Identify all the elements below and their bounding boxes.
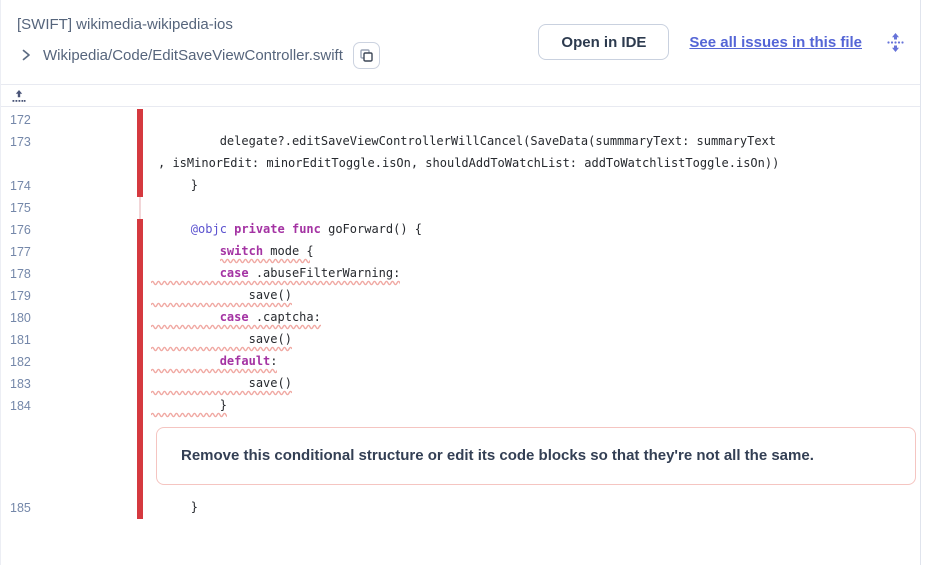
line-number[interactable]: 182: [10, 355, 31, 369]
copy-icon: [359, 48, 374, 63]
file-header-left: [SWIFT] wikimedia-wikipedia-ios Wikipedi…: [17, 16, 380, 69]
line-number[interactable]: 178: [10, 267, 31, 281]
code-line-text: save(): [133, 332, 292, 346]
expand-up-icon: [12, 89, 26, 103]
expand-vertical-icon[interactable]: [884, 31, 906, 53]
line-number[interactable]: 174: [10, 179, 31, 193]
code-line-wrap: , isMinorEdit: minorEditToggle.isOn, sho…: [1, 153, 920, 175]
code-line: 174 }: [1, 175, 920, 197]
open-in-ide-button[interactable]: Open in IDE: [538, 24, 670, 60]
see-all-issues-link[interactable]: See all issues in this file: [689, 33, 862, 51]
breadcrumb: Wikipedia/Code/EditSaveViewController.sw…: [17, 41, 380, 69]
file-header: [SWIFT] wikimedia-wikipedia-ios Wikipedi…: [1, 0, 920, 85]
code-line-text: save(): [133, 288, 292, 302]
line-number[interactable]: 180: [10, 311, 31, 325]
code-line: 175: [1, 197, 920, 219]
chevron-right-icon: [21, 49, 31, 61]
file-path: Wikipedia/Code/EditSaveViewController.sw…: [43, 46, 343, 64]
project-title: [SWIFT] wikimedia-wikipedia-ios: [17, 15, 233, 33]
code-line-text: delegate?.editSaveViewControllerWillCanc…: [133, 134, 776, 148]
line-number[interactable]: 175: [10, 201, 31, 215]
copy-button[interactable]: [352, 41, 380, 69]
line-number[interactable]: 183: [10, 377, 31, 391]
file-header-actions: Open in IDE See all issues in this file: [538, 24, 906, 60]
code-line-text: save(): [133, 376, 292, 390]
code-line-text: }: [133, 500, 199, 514]
issue-message-box[interactable]: Remove this conditional structure or edi…: [156, 427, 916, 485]
line-number[interactable]: 172: [10, 113, 31, 127]
expand-lines-above-button[interactable]: [12, 89, 26, 103]
code-line-text: @objc private func goForward() {: [190, 222, 423, 236]
code-line-text: default:: [219, 354, 278, 368]
code-line-text: }: [133, 178, 199, 192]
issue-location-bar: [137, 219, 143, 519]
expand-lines-row: [1, 85, 920, 107]
line-number[interactable]: 173: [10, 135, 31, 149]
code-line-text: }: [133, 398, 227, 412]
code-line-text: case .abuseFilterWarning:: [219, 266, 401, 280]
line-number[interactable]: 181: [10, 333, 31, 347]
code-view: 172 173 delegate?.editSaveViewControllerW…: [1, 107, 920, 519]
code-line: 172: [1, 109, 920, 131]
line-number[interactable]: 176: [10, 223, 31, 237]
code-line: 185 }: [1, 497, 920, 519]
line-number[interactable]: 184: [10, 399, 31, 413]
code-line: 176 @objc private func goForward() {: [1, 219, 920, 241]
code-line: 173 delegate?.editSaveViewControllerWill…: [1, 131, 920, 153]
issue-location-connector: [139, 197, 141, 219]
line-number[interactable]: 177: [10, 245, 31, 259]
code-line-text: case .captcha:: [219, 310, 321, 324]
code-line-text: switch mode {: [219, 244, 314, 258]
code-line-text: , isMinorEdit: minorEditToggle.isOn, sho…: [158, 156, 780, 170]
line-number[interactable]: 185: [10, 501, 31, 515]
line-number[interactable]: 179: [10, 289, 31, 303]
issue-location-bar: [137, 109, 143, 197]
